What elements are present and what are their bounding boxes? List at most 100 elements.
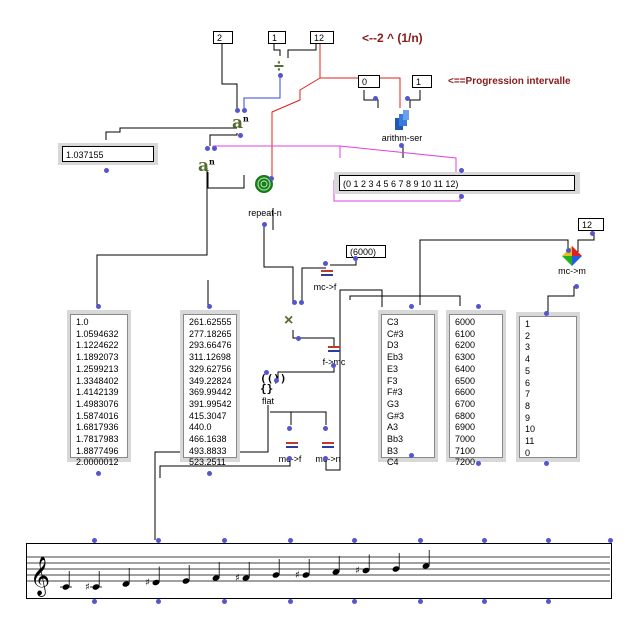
inlet-dot[interactable]	[409, 304, 414, 309]
inlet-dot[interactable]	[262, 222, 267, 227]
inlet-dot[interactable]	[92, 599, 97, 604]
staff-note[interactable]	[212, 562, 221, 582]
inlet-dot[interactable]	[242, 108, 247, 113]
divide-icon[interactable]: ÷	[274, 56, 284, 76]
staff-note[interactable]	[392, 553, 401, 573]
inlet-dot[interactable]	[418, 599, 423, 604]
inlet-dot[interactable]	[96, 471, 101, 476]
inlet-dot[interactable]	[207, 304, 212, 309]
mcf-constant-input[interactable]: (6000)	[346, 245, 386, 258]
power-icon-2[interactable]: an	[198, 156, 215, 176]
inlet-dot[interactable]	[546, 538, 551, 543]
staff-note[interactable]	[60, 571, 72, 591]
step-input[interactable]: 1	[412, 75, 432, 88]
progression-note: <==Progression intervalle	[448, 76, 571, 87]
staff-note[interactable]: ♯	[295, 559, 310, 581]
staff-note[interactable]: ♯	[145, 566, 160, 589]
series-output[interactable]: (0 1 2 3 4 5 6 7 8 9 10 11 12)	[339, 175, 575, 191]
inlet-dot[interactable]	[544, 461, 549, 466]
inlet-dot[interactable]	[264, 370, 269, 375]
numerator-input[interactable]: 1	[268, 31, 286, 44]
power-icon[interactable]: an	[232, 113, 249, 133]
inlet-dot[interactable]	[544, 311, 549, 316]
base-input[interactable]: 2	[213, 31, 233, 44]
mc-f-top-icon[interactable]	[317, 268, 337, 286]
inlet-dot[interactable]	[353, 256, 358, 261]
multiply-icon[interactable]: ×	[284, 312, 294, 329]
sharp-sign: ♯	[85, 582, 90, 593]
inlet-dot[interactable]	[405, 96, 410, 101]
inlet-dot[interactable]	[566, 248, 571, 253]
inlet-dot[interactable]	[418, 538, 423, 543]
inlet-dot[interactable]	[323, 261, 328, 266]
inlet-dot[interactable]	[222, 538, 227, 543]
inlet-dot[interactable]	[476, 304, 481, 309]
inlet-dot[interactable]	[574, 284, 579, 289]
divisions-input[interactable]: 12	[310, 31, 334, 44]
staff-note[interactable]	[122, 568, 131, 588]
inlet-dot[interactable]	[238, 133, 243, 138]
inlet-dot[interactable]	[269, 176, 274, 181]
inlet-dot[interactable]	[546, 599, 551, 604]
staff-note[interactable]: ♯	[235, 562, 250, 584]
inlet-dot[interactable]	[212, 146, 217, 151]
inlet-dot[interactable]	[287, 426, 292, 431]
staff-note[interactable]: ♯	[85, 571, 102, 593]
staff-note[interactable]: ♯	[355, 554, 370, 577]
inlet-dot[interactable]	[287, 456, 292, 461]
inlet-dot[interactable]	[104, 168, 109, 173]
arithm-ser-icon[interactable]	[393, 110, 411, 137]
staff-note[interactable]	[182, 565, 191, 585]
inlet-dot[interactable]	[96, 304, 101, 309]
inlet-dot[interactable]	[482, 538, 487, 543]
inlet-dot[interactable]	[590, 231, 595, 236]
inlet-dot[interactable]	[399, 143, 404, 148]
mc-f-bottom-icon[interactable]	[282, 440, 302, 458]
mcm-input[interactable]: 12	[578, 218, 604, 231]
inlet-dot[interactable]	[222, 599, 227, 604]
inlet-dot[interactable]	[205, 146, 210, 151]
ratio-output[interactable]: 1.037155	[62, 146, 154, 162]
inlet-dot[interactable]	[156, 538, 161, 543]
inlet-dot[interactable]	[288, 599, 293, 604]
inlet-dot[interactable]	[299, 300, 304, 305]
note-head	[302, 572, 310, 578]
mc-n-icon[interactable]	[318, 440, 338, 458]
inlet-dot[interactable]	[409, 453, 414, 458]
inlet-dot[interactable]	[608, 538, 613, 543]
inlet-dot[interactable]	[278, 73, 283, 78]
inlet-dot[interactable]	[352, 538, 357, 543]
inlet-dot[interactable]	[92, 538, 97, 543]
inlet-dot[interactable]	[296, 336, 301, 341]
inlet-dot[interactable]	[292, 300, 297, 305]
inlet-dot[interactable]	[207, 471, 212, 476]
staff-note[interactable]	[332, 556, 341, 576]
inlet-dot[interactable]	[482, 599, 487, 604]
inlet-dot[interactable]	[156, 599, 161, 604]
repeat-spiral-icon[interactable]	[254, 174, 274, 199]
inlet-dot[interactable]	[274, 378, 279, 383]
staff-box[interactable]	[26, 543, 612, 599]
flat-icon[interactable]: (()){}	[260, 373, 287, 395]
inlet-dot[interactable]	[235, 108, 240, 113]
inlet-dot[interactable]	[459, 194, 464, 199]
inlet-dot[interactable]	[459, 168, 464, 173]
staff-note[interactable]	[422, 550, 431, 570]
start-input[interactable]: 0	[358, 75, 380, 88]
staff-note[interactable]	[272, 559, 281, 579]
inlet-dot[interactable]	[352, 599, 357, 604]
inlet-dot[interactable]	[476, 461, 481, 466]
inlet-dot[interactable]	[323, 426, 328, 431]
inlet-dot[interactable]	[288, 538, 293, 543]
list-item: 369.99442	[189, 387, 232, 398]
f-mc-icon[interactable]	[324, 344, 344, 362]
inlet-dot[interactable]	[373, 96, 378, 101]
inlet-dot[interactable]	[323, 456, 328, 461]
inlet-dot[interactable]	[331, 363, 336, 368]
list-item: 7000	[455, 434, 476, 445]
